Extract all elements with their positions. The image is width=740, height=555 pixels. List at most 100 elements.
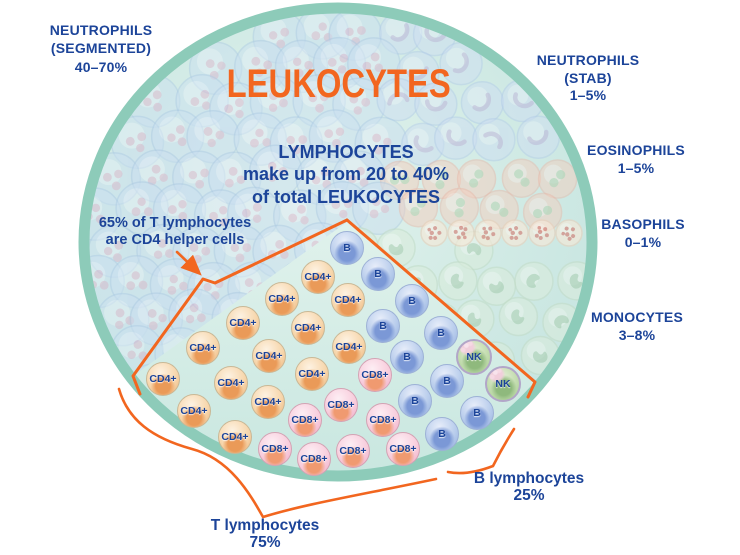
wedge-left-edge — [131, 218, 349, 396]
monocyte-bg-cell — [498, 296, 539, 337]
cd4-cell-label: CD4+ — [149, 373, 177, 385]
monocyte-bg-cell — [476, 266, 517, 306]
b-cell-label: B — [379, 320, 387, 332]
cd8-cell-label: CD8+ — [300, 453, 328, 465]
basophil-bg-cell — [447, 219, 475, 247]
cd8-cell: CD8+ — [358, 358, 392, 392]
cd4-cell-label: CD4+ — [298, 368, 326, 380]
b-cell: B — [330, 231, 364, 265]
neutrophil-stab-bg-cell — [439, 41, 483, 86]
b-cell: B — [424, 316, 458, 350]
basophil-bg-cell — [474, 219, 502, 247]
monocyte-bg-cell — [438, 261, 478, 301]
cd4-cell-label: CD4+ — [180, 405, 208, 417]
cd4-cell: CD4+ — [252, 339, 286, 373]
cd4-cell: CD4+ — [177, 394, 211, 428]
neutrophil-stab-bg-cell — [460, 80, 505, 125]
cd4-cell: CD4+ — [265, 282, 299, 316]
cd8-cell-label: CD8+ — [361, 369, 389, 381]
cd4-helper-note: 65% of T lymphocytes are CD4 helper cell… — [98, 215, 252, 249]
neutrophil-segmented-bg-cell — [152, 183, 207, 237]
neutrophil-stab-bg-cell — [516, 115, 561, 159]
cd4-cell: CD4+ — [146, 362, 180, 396]
basophil-bg-cell — [501, 219, 529, 247]
diagram-title: LEUKOCYTES — [226, 62, 452, 106]
cd8-cell: CD8+ — [258, 432, 292, 466]
label-neutrophils-stab: NEUTROPHILS (STAB) 1–5% — [536, 52, 640, 104]
neutrophil-stab-bg-cell — [401, 122, 445, 167]
monocyte-bg-cell — [514, 261, 554, 301]
wedge-right-edge — [345, 218, 537, 399]
cd8-cell: CD8+ — [288, 403, 322, 437]
eosinophil-bg-cell — [501, 158, 542, 198]
label-eosinophils: EOSINOPHILS 1–5% — [587, 142, 685, 176]
neutrophil-stab-bg-cell — [414, 82, 458, 126]
neutrophil-segmented-bg-cell — [248, 144, 303, 199]
cd8-cell-label: CD8+ — [261, 443, 289, 455]
basophil-bg-cell — [420, 219, 448, 247]
cd4-cell-label: CD4+ — [189, 342, 217, 354]
cd4-cell-label: CD4+ — [304, 271, 332, 283]
b-cell-label: B — [437, 327, 445, 339]
eosinophil-bg-cell — [398, 187, 439, 228]
b-cell-label: B — [411, 395, 419, 407]
cd4-cell: CD4+ — [251, 385, 285, 419]
nk-cell: NK — [456, 339, 492, 375]
basophil-bg-cell — [528, 219, 556, 247]
b-cell: B — [366, 309, 400, 343]
label-t-lymphocytes: T lymphocytes 75% — [210, 517, 320, 551]
nk-cell-label: NK — [495, 378, 511, 390]
eosinophil-bg-cell — [522, 192, 563, 233]
basophil-bg-cell — [555, 219, 583, 247]
neutrophil-segmented-bg-cell — [308, 109, 363, 163]
cd8-cell: CD8+ — [386, 432, 420, 466]
cd8-cell-label: CD8+ — [291, 414, 319, 426]
label-neutrophils-segmented: NEUTROPHILS (SEGMENTED) 40–70% — [49, 22, 153, 75]
b-cell-label: B — [408, 295, 416, 307]
b-cell: B — [361, 257, 395, 291]
nk-cell: NK — [485, 366, 521, 402]
cd4-cell: CD4+ — [186, 331, 220, 365]
cd4-cell: CD4+ — [291, 311, 325, 345]
cd4-cell-label: CD4+ — [294, 322, 322, 334]
cd4-cell-label: CD4+ — [221, 431, 249, 443]
cd4-cell: CD4+ — [331, 283, 365, 317]
cd4-cell: CD4+ — [295, 357, 329, 391]
label-monocytes: MONOCYTES 3–8% — [590, 309, 684, 343]
neutrophil-segmented-bg-cell — [352, 181, 406, 236]
b-cell: B — [430, 364, 464, 398]
cd4-note-arrow — [175, 250, 202, 276]
cd4-cell-label: CD4+ — [268, 293, 296, 305]
lymphocytes-share-text: LYMPHOCYTES make up from 20 to 40% of to… — [242, 142, 450, 207]
cd4-cell: CD4+ — [214, 366, 248, 400]
b-cell-label: B — [374, 268, 382, 280]
label-b-lymphocytes: B lymphocytes 25% — [473, 470, 585, 504]
cd8-cell-label: CD8+ — [339, 445, 367, 457]
eosinophil-bg-cell — [537, 159, 578, 199]
neutrophil-segmented-bg-cell — [233, 112, 288, 166]
b-cell-label: B — [473, 407, 481, 419]
cd4-cell-label: CD4+ — [334, 294, 362, 306]
cd4-cell: CD4+ — [226, 306, 260, 340]
cd8-cell-label: CD8+ — [327, 399, 355, 411]
b-cell-label: B — [403, 351, 411, 363]
b-cell: B — [395, 284, 429, 318]
cd8-cell: CD8+ — [366, 403, 400, 437]
cd4-cell: CD4+ — [332, 330, 366, 364]
cd8-cell: CD8+ — [336, 434, 370, 468]
b-cell-label: B — [443, 375, 451, 387]
b-cell: B — [390, 340, 424, 374]
cd4-cell-label: CD4+ — [335, 341, 363, 353]
t-lymphocytes-brace — [117, 387, 438, 519]
neutrophil-segmented-bg-cell — [347, 37, 401, 91]
cd4-cell-label: CD4+ — [255, 350, 283, 362]
cd4-cell: CD4+ — [301, 260, 335, 294]
cd8-cell: CD8+ — [324, 388, 358, 422]
b-cell-label: B — [438, 428, 446, 440]
cd8-cell-label: CD8+ — [369, 414, 397, 426]
neutrophil-stab-bg-cell — [472, 117, 516, 162]
cd4-cell: CD4+ — [218, 420, 252, 454]
cd4-cell-label: CD4+ — [254, 396, 282, 408]
